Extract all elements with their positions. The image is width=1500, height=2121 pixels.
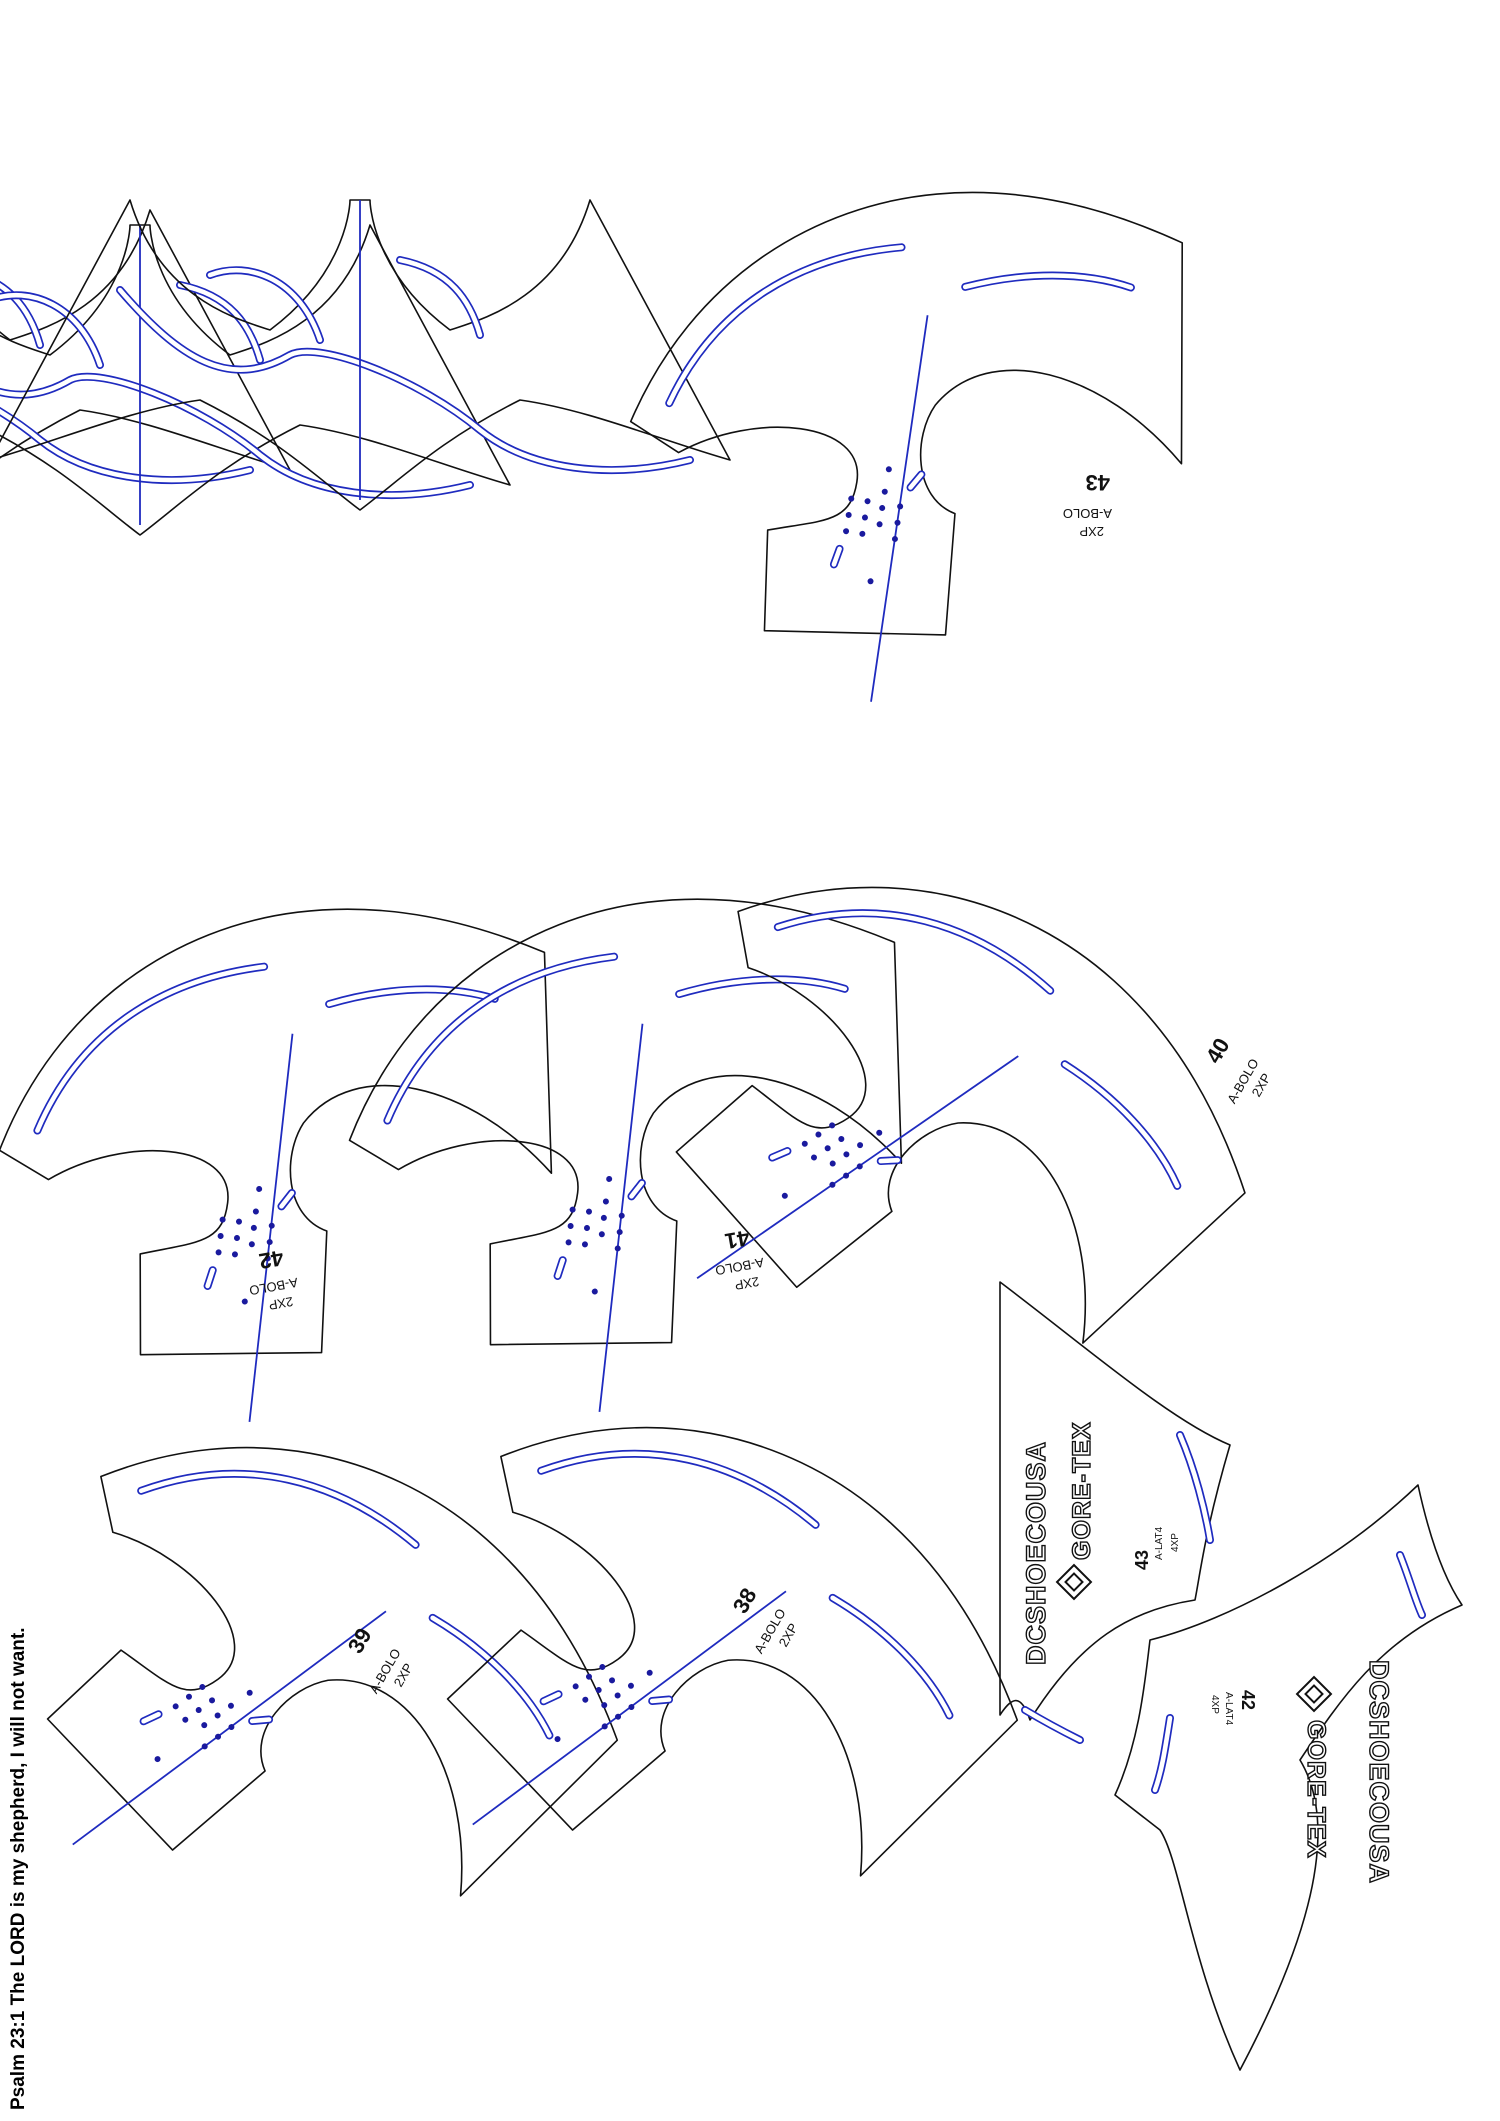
label-group-40: 40 A-BOLO 2XP <box>1201 1034 1274 1106</box>
size-label: 43 <box>1132 1550 1152 1570</box>
label-group-38: 38 A-BOLO 2XP <box>728 1584 801 1656</box>
label-piece-43: DCSHOECOUSA GORE-TEX 43 A-LAT4 4XP <box>999 1281 1231 1744</box>
label-group-43: 43 A-BOLO 2XP <box>1063 470 1112 539</box>
size-label: 43 <box>1086 470 1110 495</box>
size-label: 42 <box>257 1245 285 1274</box>
vamp-piece-41 <box>325 873 947 1438</box>
qty-label: 4XP <box>1209 1695 1220 1714</box>
size-label: 40 <box>1201 1034 1235 1068</box>
label-group-39: 39 A-BOLO 2XP <box>343 1624 416 1696</box>
vamp-piece-42 <box>0 883 597 1448</box>
quarter-piece-1 <box>0 210 290 520</box>
brand-name: DCSHOECOUSA <box>1021 1441 1051 1665</box>
label-group-42: 42 A-BOLO 2XP <box>248 1245 299 1313</box>
brand-name: DCSHOECOUSA <box>1364 1660 1394 1884</box>
code-label: A-LAT4 <box>1154 1526 1165 1560</box>
quarter-piece-3 <box>0 200 730 510</box>
qty-label: 4XP <box>1170 1533 1181 1552</box>
size-label: 42 <box>1238 1690 1258 1710</box>
verse-text: Psalm 23:1 The LORD is my shepherd, I wi… <box>8 1628 29 2111</box>
label-piece-42: DCSHOECOUSA GORE-TEX 42 A-LAT4 4XP <box>1114 1484 1463 2071</box>
vamp-piece-39 <box>0 1323 662 2069</box>
qty-label: 2XP <box>268 1294 295 1313</box>
gore-tex-mark: GORE-TEX <box>1068 1421 1096 1560</box>
qty-label: 2XP <box>1079 524 1104 539</box>
qty-label: 2XP <box>734 1274 761 1293</box>
size-label: 39 <box>343 1624 377 1658</box>
gore-tex-mark: GORE-TEX <box>1302 1720 1330 1859</box>
vamp-piece-38 <box>308 1303 1062 2049</box>
size-label: 41 <box>723 1225 751 1254</box>
vamp-piece-43 <box>613 173 1219 720</box>
vamp-piece-40 <box>537 763 1291 1513</box>
code-label: A-BOLO <box>1063 506 1112 521</box>
code-label: A-LAT4 <box>1223 1692 1234 1726</box>
